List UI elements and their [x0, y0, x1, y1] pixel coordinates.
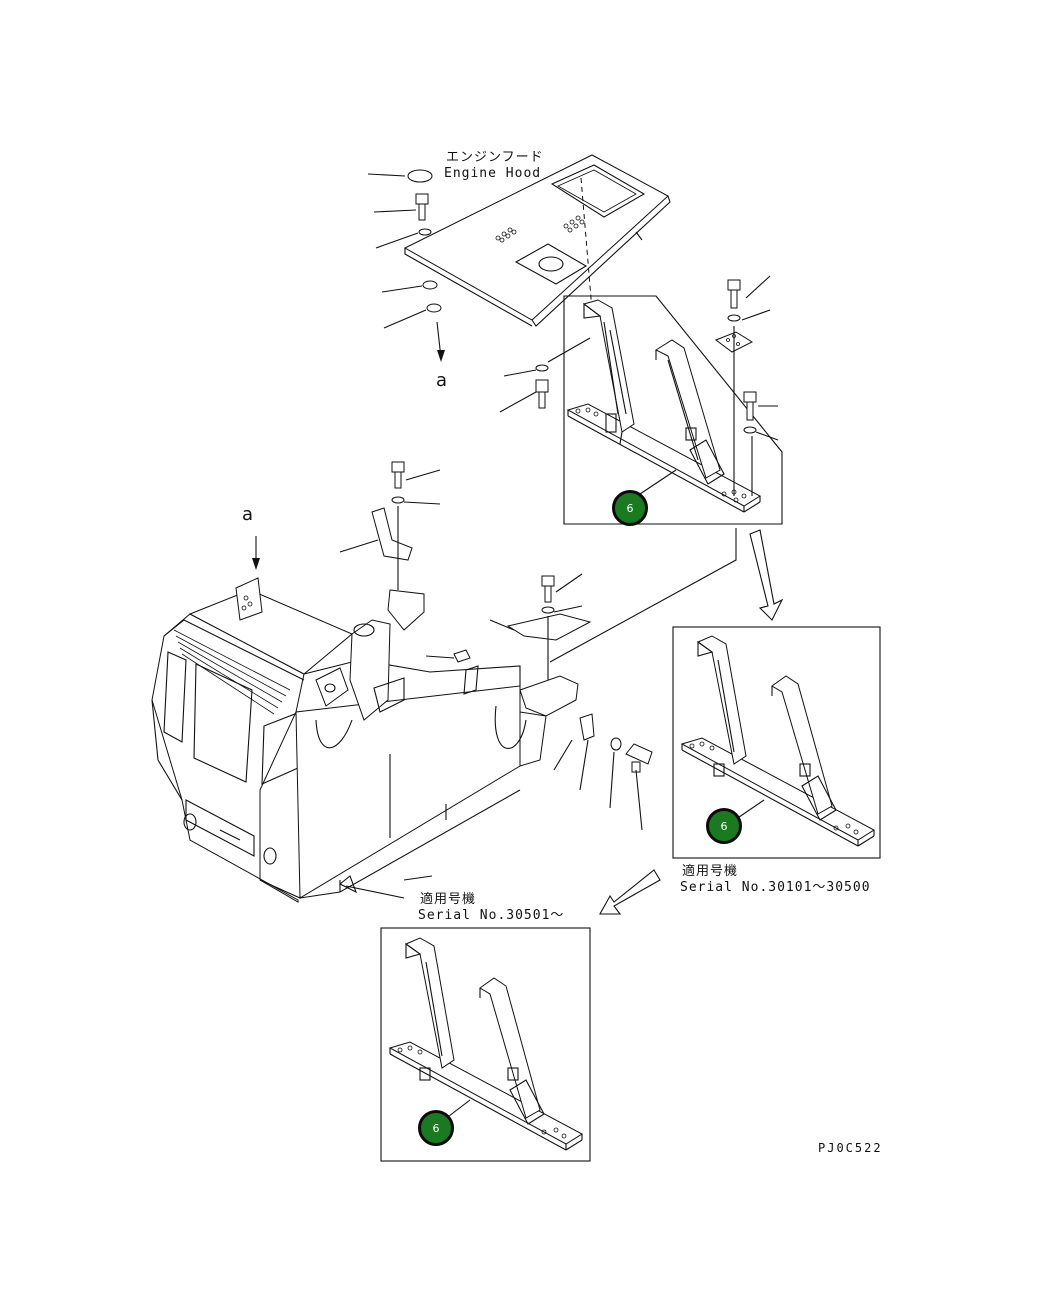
- part-callout-6-top[interactable]: 6: [612, 490, 648, 526]
- part-callout-6-bottom[interactable]: 6: [418, 1110, 454, 1146]
- serial-label-en-1: Serial No.30101～30500: [680, 880, 871, 895]
- view-a-reference-body: a: [242, 504, 254, 525]
- serial-label-en-2: Serial No.30501～: [418, 908, 565, 923]
- body-fastener-set: [252, 461, 653, 899]
- frame-detail-serial-30101-30500: [672, 626, 881, 859]
- part-callout-6-right[interactable]: 6: [706, 808, 742, 844]
- engine-hood-label-jp: エンジンフード: [446, 150, 544, 165]
- frame-detail-top: [499, 275, 783, 663]
- serial-label-jp-2: 適用号機: [420, 892, 477, 907]
- frame-detail-serial-30501: [380, 927, 591, 1162]
- drawing-code: PJ0C522: [818, 1141, 883, 1155]
- machine-body: [151, 577, 579, 903]
- view-a-reference-top: a: [436, 370, 448, 391]
- serial-label-jp-1: 適用号機: [682, 864, 739, 879]
- hood-fastener-set: [367, 169, 445, 362]
- engine-hood-part: [403, 154, 671, 327]
- engine-hood-label-en: Engine Hood: [444, 166, 542, 181]
